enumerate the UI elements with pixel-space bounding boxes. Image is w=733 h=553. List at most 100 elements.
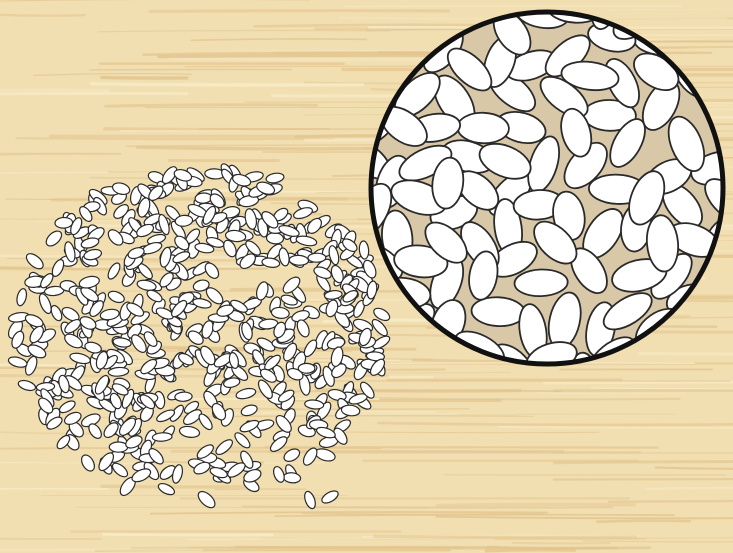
rice-grain <box>645 214 680 273</box>
rice-grain <box>111 383 129 396</box>
rice-grain <box>259 368 277 383</box>
rice-grain <box>121 388 135 409</box>
wood-grain-streak <box>229 287 324 292</box>
rice-grain <box>304 490 316 510</box>
rice-grain <box>50 304 63 322</box>
rice-grain <box>140 358 158 375</box>
rice-grain <box>269 436 288 452</box>
wood-grain-streak <box>552 477 733 481</box>
rice-grain <box>63 411 82 426</box>
rice-grain <box>159 272 174 288</box>
wood-grain-streak <box>404 535 733 539</box>
rice-grain <box>288 254 310 266</box>
rice-grain <box>272 465 285 483</box>
rice-grain <box>38 397 54 414</box>
wood-grain-streak <box>214 415 522 418</box>
rice-grain <box>667 115 706 172</box>
rice-grain <box>302 447 318 466</box>
rice-grain <box>328 245 340 266</box>
rice-grain <box>243 468 262 483</box>
rice-grain <box>333 427 348 445</box>
wood-grain-streak <box>104 103 318 108</box>
rice-grain <box>64 333 83 349</box>
rice-grain <box>98 452 115 472</box>
rice-grain <box>112 337 132 348</box>
wood-grain-streak <box>537 392 685 395</box>
rice-grain <box>174 235 190 251</box>
rice-grain <box>321 490 339 504</box>
rice-grain <box>24 314 44 328</box>
rice-grain <box>223 239 237 258</box>
wood-grain-streak <box>0 91 189 96</box>
rice-grain <box>205 236 225 248</box>
wood-grain-streak <box>553 460 733 465</box>
rice-grain <box>80 237 100 249</box>
magnifier-inset <box>368 9 726 367</box>
rice-grain <box>127 247 145 260</box>
rice-grain <box>7 356 28 368</box>
rice-grain <box>108 441 129 453</box>
rice-grain <box>283 448 301 463</box>
rice-grain <box>11 330 25 349</box>
wood-grain-streak <box>94 549 452 552</box>
wood-grain-streak <box>377 421 733 427</box>
rice-grain <box>80 286 99 302</box>
rice-grain <box>560 60 620 92</box>
rice-grain <box>196 444 214 459</box>
rice-grain <box>234 432 251 449</box>
rice-grain <box>244 208 258 230</box>
rice-grain <box>178 352 194 366</box>
rice-grain <box>241 321 253 341</box>
rice-grain <box>136 223 155 238</box>
rice-grain <box>240 450 254 469</box>
rice-grain <box>151 432 173 442</box>
rice-grain <box>293 207 313 220</box>
wood-grain-streak <box>15 137 335 141</box>
rice-grain <box>273 321 287 339</box>
rice-grain <box>478 142 532 180</box>
rice-grain <box>79 206 93 222</box>
rice-grain <box>468 250 499 301</box>
rice-grain <box>533 220 578 265</box>
wood-grain-streak <box>253 23 507 28</box>
wood-grain-streak <box>315 387 522 393</box>
rice-grain <box>265 172 285 184</box>
rice-grain <box>174 214 194 227</box>
rice-grain <box>159 465 176 480</box>
rice-grain <box>398 144 453 182</box>
rice-grain <box>126 302 145 317</box>
rice-grain <box>81 454 95 472</box>
rice-grain <box>261 211 279 229</box>
wood-grain-streak <box>0 0 310 2</box>
rice-grain <box>330 264 344 284</box>
rice-grain <box>202 205 217 225</box>
rice-grain <box>230 299 248 313</box>
rice-grain <box>139 394 156 410</box>
wood-grain-streak <box>150 511 549 515</box>
wood-grain-streak <box>484 548 576 553</box>
rice-grain <box>359 381 375 399</box>
wood-grain-streak <box>241 505 614 509</box>
rice-grain <box>257 379 273 400</box>
rice-grain <box>159 246 172 268</box>
wood-grain-streak <box>33 73 192 76</box>
rice-grain <box>109 392 122 410</box>
rice-grain <box>372 335 391 350</box>
rice-grain <box>158 213 170 236</box>
rice-grain <box>365 351 385 362</box>
wood-grain-streak <box>187 538 495 541</box>
rice-grain <box>227 462 246 478</box>
rice-grain <box>107 262 121 280</box>
rice-grain <box>330 346 344 368</box>
rice-grain <box>342 238 358 253</box>
rice-grain <box>296 319 310 338</box>
rice-grain <box>315 426 336 439</box>
rice-grain <box>371 318 388 337</box>
rice-grain <box>325 299 339 318</box>
rice-grain <box>107 290 125 304</box>
rice-grain <box>118 417 137 436</box>
rice-grain <box>323 289 343 300</box>
rice-grain <box>146 289 163 303</box>
rice-grain <box>83 248 103 261</box>
